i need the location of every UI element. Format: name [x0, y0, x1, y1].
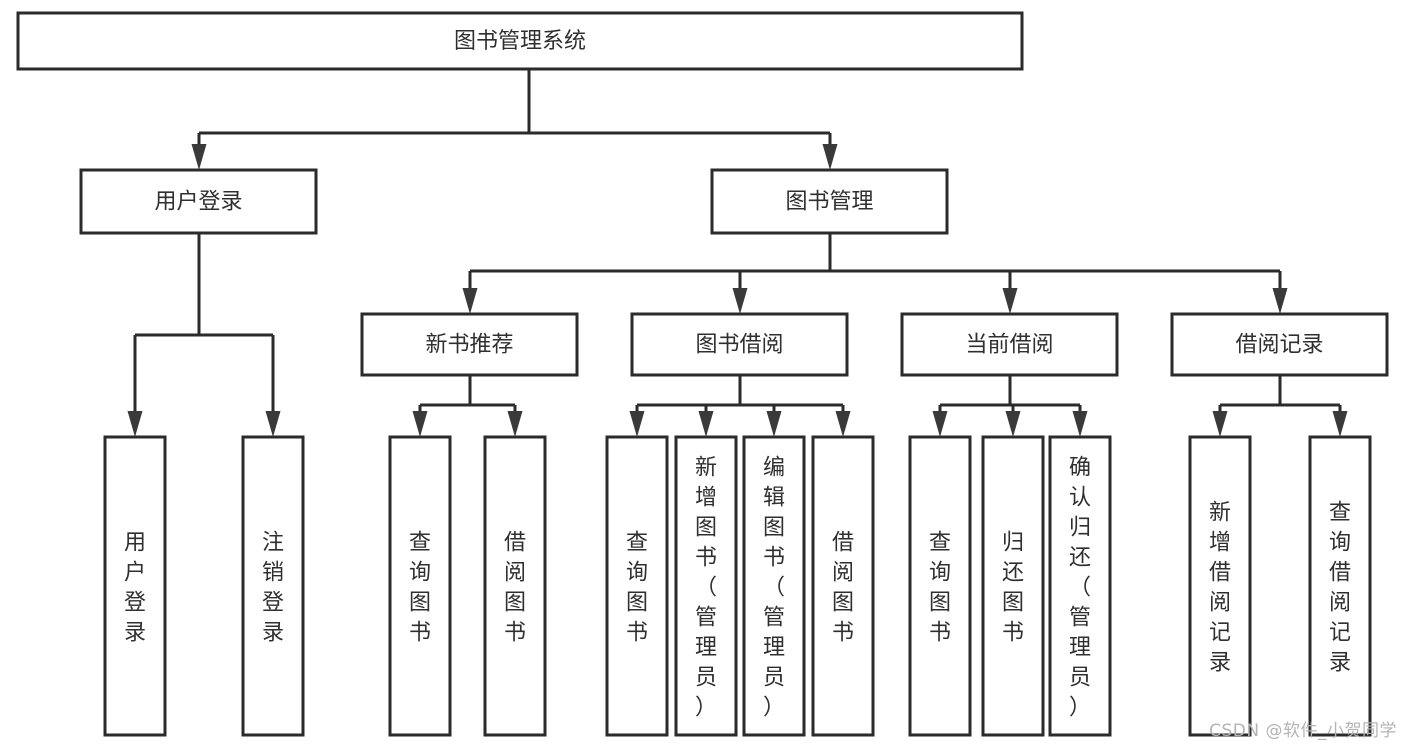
node-label: 图书借阅 — [695, 333, 783, 358]
node-leaf-add-borrow-record[interactable]: 新增借阅记录 — [1188, 435, 1252, 737]
arrow-head-icon — [462, 288, 478, 314]
node-box[interactable] — [241, 435, 305, 737]
node-label: 图书管理系统 — [454, 29, 586, 54]
node-leaf-query-borrow-record[interactable]: 查询借阅记录 — [1308, 435, 1372, 737]
node-leaf-query-book-1[interactable]: 查询图书 — [388, 435, 452, 737]
arrow-head-icon — [412, 411, 428, 437]
node-label: 借阅记录 — [1235, 333, 1323, 358]
arrow-head-icon — [1072, 411, 1088, 437]
arrow-head-icon — [1005, 411, 1021, 437]
arrow-head-icon — [932, 411, 948, 437]
node-box[interactable] — [388, 435, 452, 737]
node-box[interactable] — [811, 435, 875, 737]
node-box[interactable] — [1308, 435, 1372, 737]
connectors-layer — [127, 69, 1348, 437]
node-label: 查询借阅记录 — [1329, 500, 1351, 675]
arrow-head-icon — [822, 144, 838, 170]
arrow-head-icon — [1212, 411, 1228, 437]
arrow-head-icon — [732, 288, 748, 314]
nodes-layer: 图书管理系统用户登录图书管理新书推荐图书借阅当前借阅借阅记录用户登录注销登录查询… — [16, 11, 1389, 737]
arrow-head-icon — [698, 411, 714, 437]
node-label: 查询图书 — [409, 530, 431, 645]
node-label: 新书推荐 — [425, 333, 513, 358]
node-label: 编辑图书（管理员） — [763, 455, 785, 720]
node-leaf-add-book[interactable]: 新增图书（管理员） — [674, 435, 738, 737]
arrow-head-icon — [766, 411, 782, 437]
node-box[interactable] — [981, 435, 1045, 737]
node-label: 当前借阅 — [965, 333, 1053, 358]
arrow-head-icon — [507, 411, 523, 437]
arrow-head-icon — [1272, 288, 1288, 314]
node-root[interactable]: 图书管理系统 — [16, 11, 1024, 71]
arrow-head-icon — [629, 411, 645, 437]
node-label: 查询图书 — [626, 530, 648, 645]
node-leaf-query-book-2[interactable]: 查询图书 — [605, 435, 669, 737]
node-label: 查询图书 — [929, 530, 951, 645]
node-label: 用户登录 — [154, 190, 242, 215]
node-leaf-borrow-book-1[interactable]: 借阅图书 — [483, 435, 547, 737]
node-box[interactable] — [900, 312, 1119, 377]
node-current-borrow[interactable]: 当前借阅 — [900, 312, 1119, 377]
node-user-login[interactable]: 用户登录 — [79, 168, 318, 235]
arrow-head-icon — [835, 411, 851, 437]
node-box[interactable] — [674, 435, 738, 737]
node-box[interactable] — [908, 435, 972, 737]
node-box[interactable] — [103, 435, 167, 737]
node-box[interactable] — [483, 435, 547, 737]
node-borrow-record[interactable]: 借阅记录 — [1170, 312, 1389, 377]
csdn-watermark: CSDN @软件_小贺同学 — [1209, 721, 1397, 741]
node-box[interactable] — [605, 435, 669, 737]
node-box[interactable] — [16, 11, 1024, 71]
node-box[interactable] — [710, 168, 949, 235]
node-leaf-confirm-return[interactable]: 确认归还（管理员） — [1048, 435, 1112, 737]
node-box[interactable] — [360, 312, 579, 377]
node-book-borrow[interactable]: 图书借阅 — [630, 312, 849, 377]
node-leaf-borrow-book-2[interactable]: 借阅图书 — [811, 435, 875, 737]
node-leaf-return-book[interactable]: 归还图书 — [981, 435, 1045, 737]
node-label: 用户登录 — [124, 530, 146, 645]
node-label: 图书管理 — [785, 190, 873, 215]
node-label: 归还图书 — [1002, 530, 1024, 645]
node-leaf-user-login[interactable]: 用户登录 — [103, 435, 167, 737]
arrow-head-icon — [1002, 288, 1018, 314]
node-label: 借阅图书 — [504, 530, 526, 645]
node-new-book-recommend[interactable]: 新书推荐 — [360, 312, 579, 377]
node-box[interactable] — [1170, 312, 1389, 377]
node-label: 新增图书（管理员） — [695, 455, 717, 720]
node-label: 注销登录 — [262, 530, 284, 645]
arrow-head-icon — [127, 411, 143, 437]
node-leaf-edit-book[interactable]: 编辑图书（管理员） — [742, 435, 806, 737]
arrow-head-icon — [1332, 411, 1348, 437]
node-leaf-query-book-3[interactable]: 查询图书 — [908, 435, 972, 737]
node-label: 确认归还（管理员） — [1069, 455, 1091, 720]
node-leaf-user-logout[interactable]: 注销登录 — [241, 435, 305, 737]
node-book-manage[interactable]: 图书管理 — [710, 168, 949, 235]
node-label: 新增借阅记录 — [1209, 500, 1231, 675]
node-box[interactable] — [742, 435, 806, 737]
node-label: 借阅图书 — [832, 530, 854, 645]
node-box[interactable] — [79, 168, 318, 235]
node-box[interactable] — [630, 312, 849, 377]
arrow-head-icon — [265, 411, 281, 437]
arrow-head-icon — [191, 144, 207, 170]
node-box[interactable] — [1188, 435, 1252, 737]
node-box[interactable] — [1048, 435, 1112, 737]
